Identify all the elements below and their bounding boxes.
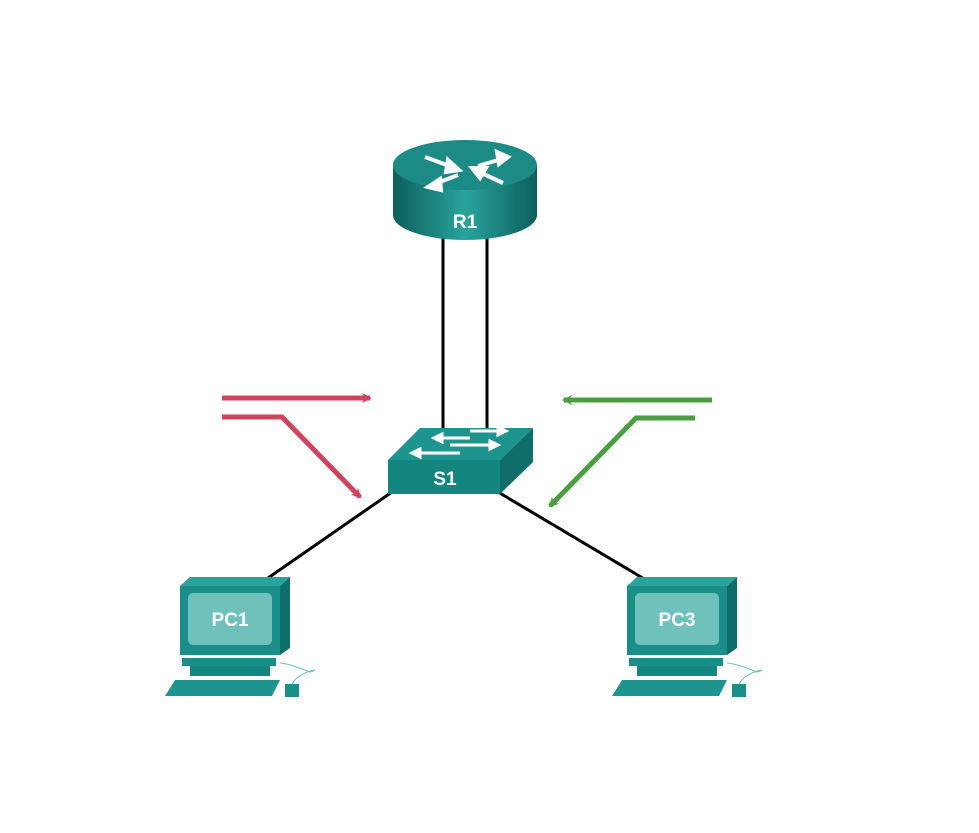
pc1-mouse-icon [285,684,299,697]
link-s1-pc1 [267,490,393,580]
switch-arrows-icon [408,424,510,460]
pc1-screen [188,593,272,645]
red-arrow-bent [222,414,362,499]
pc3-label: PC3 [659,610,696,631]
pc3-screen [635,593,719,645]
router-label: R1 [453,212,478,233]
red-traffic-arrows [222,393,372,499]
switch-s1[interactable]: S1 [388,424,533,494]
link-s1-pc3 [497,490,647,582]
pc1-label: PC1 [212,610,249,631]
pc-pc3[interactable]: PC3 [612,577,763,697]
green-traffic-arrows [548,395,712,508]
green-arrow-bent [548,415,695,508]
switch-label: S1 [433,469,457,490]
pc3-mouse-icon [732,684,746,697]
router-arrows-icon [423,148,512,193]
router-r1[interactable]: R1 [393,140,537,240]
pc-pc1[interactable]: PC1 [165,577,316,697]
